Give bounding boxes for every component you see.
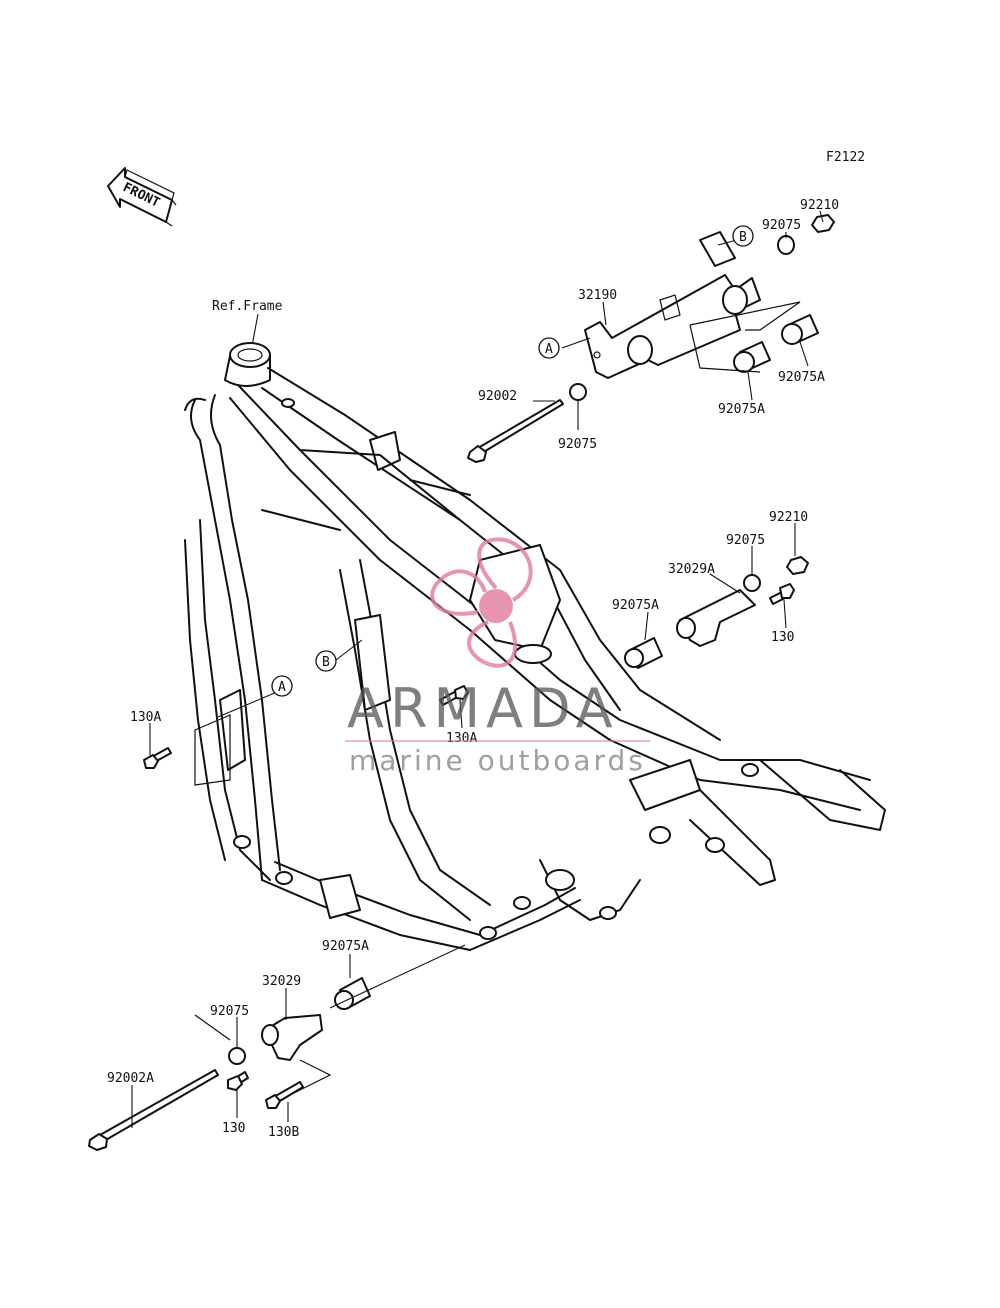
svg-text:B: B — [322, 655, 330, 670]
callout-B-right: B — [732, 225, 754, 247]
callout-A-right: A — [538, 337, 560, 359]
armada-watermark: ARMADA marine outboards — [345, 537, 650, 777]
part-label-32190: 32190 — [578, 288, 617, 303]
bolt-130A-center — [439, 685, 469, 706]
front-arrow-icon: FRONT — [107, 167, 177, 227]
part-label-130A-left: 130A — [130, 710, 161, 725]
part-label-92075-mid2: 92075 — [726, 533, 765, 548]
lower-engine-mount-assembly — [88, 944, 466, 1151]
upper-engine-mount-assembly — [467, 214, 835, 463]
nut-92210-mid — [786, 556, 809, 575]
part-label-92075A-mid: 92075A — [612, 598, 659, 613]
bracket-32029A — [679, 589, 756, 647]
part-label-130B: 130B — [268, 1125, 299, 1140]
bolt-92002 — [477, 399, 564, 454]
part-label-92075-top: 92075 — [762, 218, 801, 233]
part-label-92002A: 92002A — [107, 1071, 154, 1086]
part-label-92075-mid: 92075 — [558, 437, 597, 452]
svg-text:B: B — [739, 230, 747, 245]
motorcycle-frame — [184, 342, 886, 951]
middle-engine-mount-assembly — [624, 556, 809, 669]
armada-logo-icon — [430, 537, 533, 668]
part-label-92075-low: 92075 — [210, 1004, 249, 1019]
part-label-92002: 92002 — [478, 389, 517, 404]
part-label-32029: 32029 — [262, 974, 301, 989]
part-label-92210-top: 92210 — [800, 198, 839, 213]
nut-92210-top — [811, 214, 835, 233]
svg-text:A: A — [545, 342, 553, 357]
callout-B-left: B — [315, 650, 337, 672]
part-label-92210-mid: 92210 — [769, 510, 808, 525]
callout-A-left: A — [271, 675, 293, 697]
part-label-92075A-r2: 92075A — [718, 402, 765, 417]
watermark-subtitle: marine outboards — [349, 744, 646, 777]
spacer-92075-low — [228, 1047, 246, 1065]
spacer-92075-mid2 — [743, 574, 761, 592]
part-label-92075A-low: 92075A — [322, 939, 369, 954]
part-label-130A-center: 130A — [446, 731, 477, 746]
spacer-92075-mid — [569, 383, 587, 401]
part-label-92075A-r1: 92075A — [778, 370, 825, 385]
bracket-32029 — [264, 1014, 323, 1061]
bolt-130A-left — [143, 747, 172, 769]
watermark-title: ARMADA — [347, 677, 619, 740]
diagram-code: F2122 — [826, 150, 865, 165]
ref-frame-label: Ref.Frame — [212, 299, 283, 314]
svg-text:A: A — [278, 680, 286, 695]
spacer-92075-top — [777, 235, 795, 255]
part-label-32029A: 32029A — [668, 562, 715, 577]
part-label-130-mid: 130 — [771, 630, 794, 645]
part-label-130-low: 130 — [222, 1121, 245, 1136]
